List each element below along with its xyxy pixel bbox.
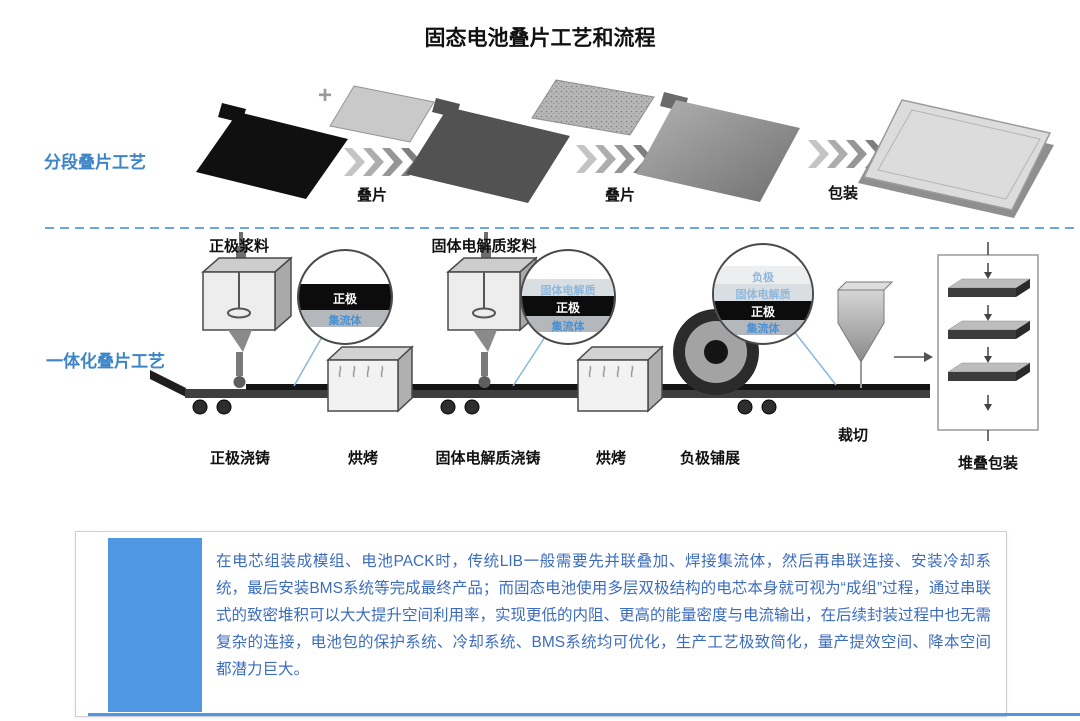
packaging-step-label: 包装 bbox=[827, 185, 858, 202]
baking-label-2: 烘烤 bbox=[595, 450, 626, 467]
conveyor-belt bbox=[150, 370, 930, 415]
note-accent-bar bbox=[108, 538, 202, 712]
oven-icon-1 bbox=[326, 345, 414, 413]
page-title: 固态电池叠片工艺和流程 bbox=[424, 27, 656, 50]
layer-inset-2 bbox=[520, 249, 616, 345]
cathode-slurry-label: 正极浆料 bbox=[208, 238, 269, 255]
inset2-collector-label: 集流体 bbox=[551, 321, 585, 333]
cutting-hopper-icon bbox=[836, 281, 894, 388]
oven-icon-2 bbox=[576, 345, 664, 413]
process-diagram bbox=[45, 79, 1080, 441]
inset2-electrolyte-label: 固体电解质 bbox=[540, 285, 596, 297]
lamination-step-label-2: 叠片 bbox=[604, 187, 635, 204]
leader-line-3 bbox=[792, 329, 837, 386]
light-gray-sheet bbox=[329, 85, 435, 143]
dark-gray-sheet bbox=[406, 98, 570, 203]
inset2-cathode-label: 正极 bbox=[555, 301, 580, 315]
black-electrode-sheet bbox=[196, 103, 348, 199]
speckled-sheet bbox=[531, 79, 655, 136]
bottom-accent-line bbox=[88, 713, 1080, 716]
leader-line-1 bbox=[293, 336, 323, 387]
inset3-collector-label: 集流体 bbox=[746, 323, 780, 335]
layer-inset-3 bbox=[712, 243, 814, 345]
cutting-label: 裁切 bbox=[837, 427, 868, 444]
cathode-mixer-icon bbox=[201, 232, 293, 388]
anode-spreading-label: 负极铺展 bbox=[679, 450, 740, 467]
electrolyte-casting-label: 固体电解质浇铸 bbox=[435, 450, 541, 467]
plus-icon: + bbox=[318, 82, 333, 109]
flow-arrow-icon bbox=[894, 352, 933, 362]
stacking-box bbox=[937, 242, 1039, 441]
stack-packaging-label: 堆叠包装 bbox=[957, 455, 1018, 472]
baking-label-1: 烘烤 bbox=[347, 450, 378, 467]
electrolyte-slurry-label: 固体电解质浆料 bbox=[431, 238, 537, 255]
inset3-anode-label: 负极 bbox=[752, 272, 774, 284]
lamination-step-label-1: 叠片 bbox=[356, 187, 387, 204]
inset3-electrolyte-label: 固体电解质 bbox=[735, 289, 791, 301]
inset1-collector-label: 集流体 bbox=[328, 315, 362, 327]
integrated-process-label: 一体化叠片工艺 bbox=[46, 352, 165, 371]
inset1-cathode-label: 正极 bbox=[332, 292, 357, 306]
segmented-process-label: 分段叠片工艺 bbox=[44, 153, 146, 172]
layer-inset-1 bbox=[297, 249, 393, 345]
note-box: 在电芯组装成模组、电池PACK时，传统LIB一般需要先并联叠加、焊接集流体，然后… bbox=[75, 531, 1007, 717]
inset3-cathode-label: 正极 bbox=[750, 305, 775, 319]
leader-line-2 bbox=[512, 336, 546, 387]
gradient-gray-sheet bbox=[636, 92, 800, 202]
packaged-cell-sheet bbox=[858, 99, 1054, 218]
note-text: 在电芯组装成模组、电池PACK时，传统LIB一般需要先并联叠加、焊接集流体，然后… bbox=[216, 553, 992, 678]
cathode-casting-label: 正极浇铸 bbox=[209, 450, 270, 467]
